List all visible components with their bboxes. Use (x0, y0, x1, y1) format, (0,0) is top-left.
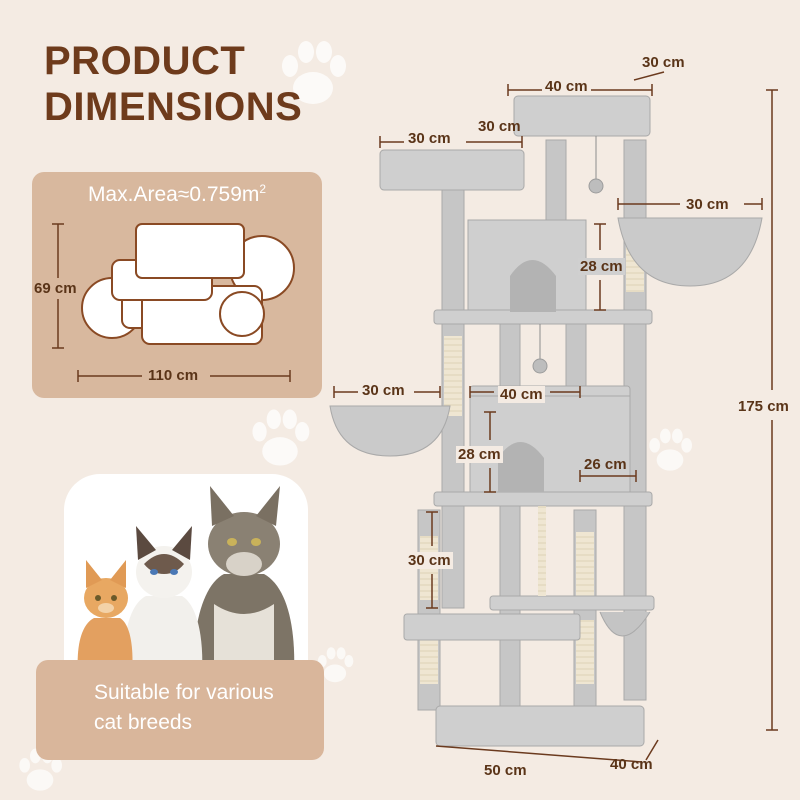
suitable-line-2: cat breeds (94, 711, 193, 734)
paw-print-icon (282, 41, 346, 104)
max-area-text: Max.Area≈0.759m (87, 183, 260, 206)
dim-overall-height: 175 cm (736, 398, 791, 415)
dim-left-perch-width: 30 cm (408, 130, 451, 147)
dim-post-height: 30 cm (406, 552, 453, 569)
max-area-label: Max.Area≈0.759m2 (32, 182, 322, 207)
page-title: PRODUCT DIMENSIONS (44, 38, 302, 130)
paw-print-icon (252, 409, 310, 466)
dim-middle-platform: 40 cm (498, 386, 545, 403)
title-line-2: DIMENSIONS (44, 85, 303, 129)
tabby-cat (193, 486, 295, 674)
cats-illustration (77, 486, 295, 674)
ragdoll-cat (123, 526, 203, 674)
dim-base-depth: 40 cm (610, 756, 653, 773)
dim-base-width: 50 cm (484, 762, 527, 779)
footprint-diagram (52, 223, 295, 382)
dim-upper-condo-height: 28 cm (578, 258, 625, 275)
dim-lower-condo-height: 28 cm (456, 446, 503, 463)
dim-left-perch-depth: 30 cm (478, 118, 521, 135)
suitable-text: Suitable for various cat breeds (94, 678, 314, 738)
title-line-1: PRODUCT (44, 39, 246, 83)
post (565, 319, 587, 391)
dim-left-basket: 30 cm (362, 382, 405, 399)
suitable-card: Suitable for various cat breeds (36, 660, 324, 760)
cats-photo (64, 474, 308, 674)
dim-right-basket: 30 cm (686, 196, 729, 213)
dim-top-platform-width: 40 cm (542, 78, 591, 95)
paw-print-icon (317, 647, 354, 683)
max-area-card: Max.Area≈0.759m2 69 cm 110 cm (32, 172, 322, 398)
area-width-label: 110 cm (148, 367, 199, 384)
dim-lower-condo-width: 26 cm (584, 456, 627, 473)
max-area-superscript: 2 (259, 182, 267, 196)
area-height-label: 69 cm (34, 278, 77, 299)
suitable-line-1: Suitable for various (94, 681, 274, 704)
dim-top-platform-depth: 30 cm (642, 54, 685, 71)
post (545, 139, 567, 231)
paw-print-icon (649, 428, 692, 471)
